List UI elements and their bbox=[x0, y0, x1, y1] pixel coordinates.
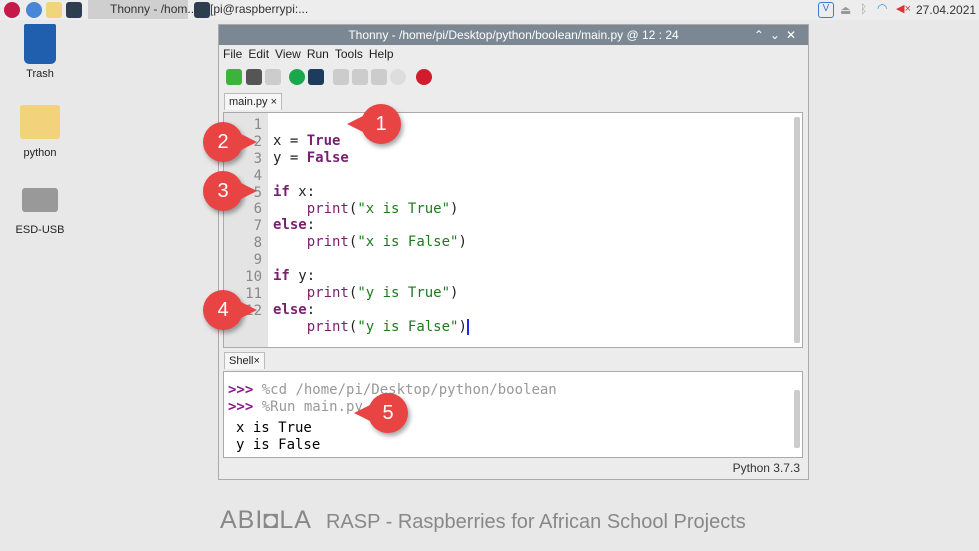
shell-history: %cd /home/pi/Desktop/python/boolean bbox=[261, 382, 557, 398]
save-icon[interactable] bbox=[265, 69, 281, 85]
raspberry-menu-icon[interactable] bbox=[4, 2, 20, 18]
line-number: 3 bbox=[253, 150, 262, 167]
maximize-button[interactable]: ⌃ bbox=[753, 28, 770, 42]
label: ESD-USB bbox=[15, 224, 65, 236]
file-manager-icon[interactable] bbox=[46, 2, 62, 18]
code-line: y = False bbox=[273, 149, 349, 166]
line-number: 11 bbox=[245, 285, 262, 302]
code-line: else: bbox=[273, 217, 316, 234]
close-tab-icon[interactable]: × bbox=[270, 96, 278, 108]
line-number: 5 bbox=[253, 184, 262, 201]
stop-icon[interactable] bbox=[416, 69, 432, 85]
line-number: 2 bbox=[253, 133, 262, 150]
desktop-icon-esd-usb[interactable]: ESD-USB bbox=[10, 188, 70, 236]
code-line: print("y is False") bbox=[306, 318, 469, 335]
tab-main-py[interactable]: main.py × bbox=[224, 93, 283, 110]
callout-1: 1 bbox=[347, 104, 401, 144]
task-thonny[interactable]: Thonny - /hom... bbox=[88, 0, 197, 19]
menu-edit[interactable]: Edit bbox=[248, 47, 270, 61]
folder-icon bbox=[20, 105, 60, 139]
menu-file[interactable]: File bbox=[223, 47, 243, 61]
tab-shell[interactable]: Shell× bbox=[224, 352, 265, 369]
code-line: if x: bbox=[273, 183, 316, 200]
resume-icon[interactable] bbox=[390, 69, 406, 85]
tab-label: Shell bbox=[229, 355, 254, 367]
label: Trash bbox=[26, 68, 54, 80]
callout-4: 4 bbox=[203, 290, 257, 330]
line-number: 9 bbox=[253, 252, 262, 269]
line-number: 10 bbox=[245, 269, 262, 286]
new-file-icon[interactable] bbox=[226, 69, 242, 85]
menu-bar: File Edit View Run Tools Help bbox=[223, 47, 400, 61]
line-number: 1 bbox=[253, 117, 262, 133]
code-line: print("x is False") bbox=[306, 234, 467, 251]
desktop-icon-python[interactable]: python bbox=[10, 105, 70, 159]
vnc-icon[interactable]: V bbox=[818, 2, 834, 18]
line-number: 7 bbox=[253, 218, 262, 235]
shell-scrollbar[interactable] bbox=[794, 390, 800, 448]
title-bar: Thonny - /home/pi/Desktop/python/boolean… bbox=[219, 25, 808, 45]
terminal-icon bbox=[194, 2, 210, 18]
line-number: 8 bbox=[253, 235, 262, 252]
run-icon[interactable] bbox=[289, 69, 305, 85]
minimize-button[interactable]: ⌄ bbox=[769, 28, 786, 42]
trash-icon bbox=[24, 24, 56, 64]
python-version: Python 3.7.3 bbox=[732, 461, 800, 475]
step-into-icon[interactable] bbox=[352, 69, 368, 85]
close-tab-icon[interactable]: × bbox=[253, 355, 260, 367]
terminal-icon[interactable] bbox=[66, 2, 82, 18]
clock: 27.04.2021 bbox=[916, 3, 977, 17]
shell-output: x is True bbox=[236, 420, 312, 436]
code-line: print("x is True") bbox=[306, 200, 459, 217]
line-number: 6 bbox=[253, 201, 262, 218]
bluetooth-icon[interactable]: ᛒ bbox=[860, 2, 868, 16]
menu-help[interactable]: Help bbox=[368, 47, 394, 61]
step-out-icon[interactable] bbox=[371, 69, 387, 85]
code-line: if y: bbox=[273, 268, 316, 285]
open-file-icon[interactable] bbox=[246, 69, 262, 85]
volume-muted-icon[interactable]: ◀× bbox=[896, 3, 911, 15]
shell-history: %Run main.py bbox=[261, 399, 363, 415]
menu-tools[interactable]: Tools bbox=[334, 47, 363, 61]
callout-5: 5 bbox=[354, 393, 408, 433]
debug-icon[interactable] bbox=[308, 69, 324, 85]
wifi-icon[interactable]: ◠ bbox=[877, 1, 888, 15]
drive-icon bbox=[22, 188, 58, 212]
code-line: x = True bbox=[273, 133, 341, 149]
menu-view[interactable]: View bbox=[275, 47, 301, 61]
step-over-icon[interactable] bbox=[333, 69, 349, 85]
shell-output: y is False bbox=[236, 437, 321, 453]
tab-label: main.py bbox=[229, 96, 268, 108]
shell-console[interactable]: >>> %cd /home/pi/Desktop/python/boolean>… bbox=[223, 371, 803, 458]
code-line: else: bbox=[273, 301, 316, 318]
abiola-logo: ABI◘LA bbox=[220, 506, 312, 534]
browser-icon[interactable] bbox=[26, 2, 42, 18]
callout-2: 2 bbox=[203, 122, 257, 162]
thonny-window: Thonny - /home/pi/Desktop/python/boolean… bbox=[218, 24, 809, 480]
task-terminal[interactable]: [pi@raspberrypi:... bbox=[210, 2, 309, 16]
taskbar: Thonny - /hom... [pi@raspberrypi:... V ⏏… bbox=[0, 0, 979, 20]
desktop-icon-trash[interactable]: Trash bbox=[10, 24, 70, 80]
code-line: print("y is True") bbox=[306, 285, 459, 302]
line-number: 4 bbox=[253, 167, 262, 184]
label: python bbox=[23, 147, 57, 159]
editor-scrollbar[interactable] bbox=[794, 117, 800, 343]
footer-branding: ABI◘LA RASP - Raspberries for African Sch… bbox=[220, 506, 746, 535]
eject-icon[interactable]: ⏏ bbox=[840, 3, 852, 17]
close-button[interactable]: ✕ bbox=[785, 28, 802, 42]
footer-text: RASP - Raspberries for African School Pr… bbox=[325, 511, 746, 533]
callout-3: 3 bbox=[203, 171, 257, 211]
window-title: Thonny - /home/pi/Desktop/python/boolean… bbox=[348, 28, 679, 42]
menu-run[interactable]: Run bbox=[306, 47, 329, 61]
